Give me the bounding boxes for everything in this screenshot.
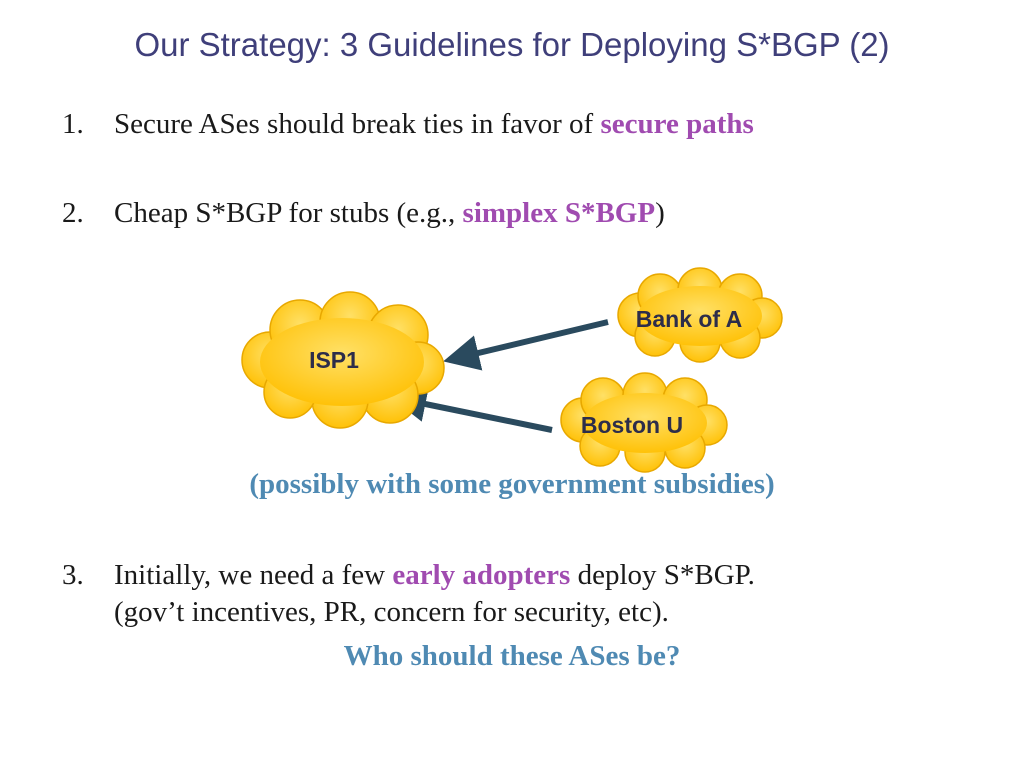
cloud-bank-of-a (617, 267, 783, 363)
guideline-text-after: deploy S*BGP. (570, 559, 755, 591)
guideline-highlight: simplex S*BGP (462, 197, 656, 229)
cloud-label-isp1: ISP1 (309, 347, 359, 373)
guideline-number: 1. (62, 108, 84, 140)
guideline-2: 2. Cheap S*BGP for stubs (e.g., simplex S… (62, 197, 665, 230)
arrow-bank-to-isp1 (443, 319, 609, 371)
guideline-1: 1. Secure ASes should break ties in favor… (62, 108, 754, 141)
cloud-label-boston: Boston U (581, 412, 683, 438)
guideline-highlight: secure paths (600, 108, 754, 140)
subsidy-note: (possibly with some government subsidies… (249, 468, 775, 500)
guideline-3-continuation: (gov’t incentives, PR, concern for secur… (114, 596, 669, 628)
slide-title: Our Strategy: 3 Guidelines for Deploying… (134, 26, 890, 63)
cloud-isp1 (241, 291, 445, 429)
guideline-highlight: early adopters (392, 559, 571, 591)
guideline-number: 2. (62, 197, 84, 229)
cloud-boston-u (560, 372, 728, 473)
guideline-text: Cheap S*BGP for stubs (e.g., (114, 197, 463, 229)
guideline-text-after: ) (655, 197, 665, 229)
guideline-number: 3. (62, 559, 84, 591)
guideline-text: Initially, we need a few (114, 559, 393, 591)
guideline-text: Secure ASes should break ties in favor o… (114, 108, 601, 140)
arrow-boston-to-isp1 (390, 386, 553, 433)
guideline-3: 3. Initially, we need a few early adopter… (62, 559, 755, 592)
question: Who should these ASes be? (343, 640, 681, 672)
cloud-label-bank: Bank of A (636, 306, 743, 332)
